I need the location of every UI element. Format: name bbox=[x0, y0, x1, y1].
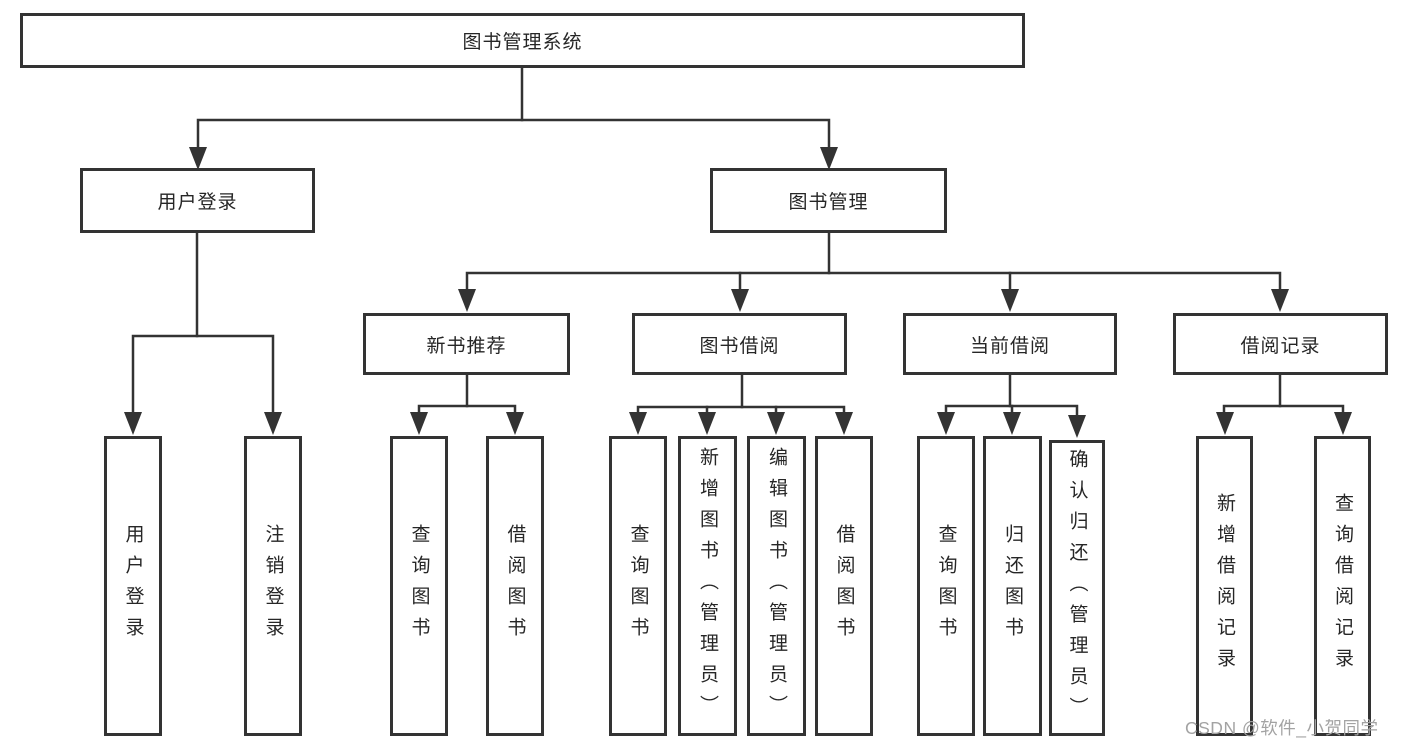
connector-userlogin-rail bbox=[131, 334, 275, 418]
connector-level3-rail bbox=[465, 271, 1282, 296]
connector-current-rail bbox=[944, 404, 1079, 418]
arrow-down-icon bbox=[820, 147, 838, 170]
leaf-borrow-books-recommend: 借阅图书 bbox=[486, 436, 544, 736]
arrow-down-icon bbox=[835, 412, 853, 435]
node-label: 查询图书 bbox=[408, 524, 430, 648]
leaf-query-books-recommend: 查询图书 bbox=[390, 436, 448, 736]
leaf-add-borrow-record: 新增借阅记录 bbox=[1196, 436, 1253, 736]
node-current-borrow: 当前借阅 bbox=[903, 313, 1117, 375]
leaf-query-books-current: 查询图书 bbox=[917, 436, 975, 736]
arrow-down-icon bbox=[410, 412, 428, 435]
arrow-down-icon bbox=[506, 412, 524, 435]
node-label: 当前借阅 bbox=[969, 335, 1050, 357]
connector-records-rail bbox=[1222, 404, 1345, 418]
node-label: 新书推荐 bbox=[426, 335, 507, 357]
node-new-book-recommend: 新书推荐 bbox=[363, 313, 570, 375]
arrow-down-icon bbox=[629, 412, 647, 435]
node-book-management: 图书管理 bbox=[710, 168, 947, 233]
node-label: 用户登录 bbox=[122, 524, 144, 648]
connector-newrec-rail bbox=[417, 404, 517, 418]
node-label: 注销登录 bbox=[262, 524, 284, 648]
arrow-down-icon bbox=[731, 289, 749, 312]
leaf-logout: 注销登录 bbox=[244, 436, 302, 736]
arrow-down-icon bbox=[767, 412, 785, 435]
node-label: 借阅图书 bbox=[833, 524, 855, 648]
leaf-add-books-admin: 新增图书（管理员） bbox=[678, 436, 737, 736]
node-label: 新增借阅记录 bbox=[1214, 493, 1235, 679]
node-label: 图书管理 bbox=[788, 192, 869, 213]
arrow-down-icon bbox=[1003, 412, 1021, 435]
leaf-edit-books-admin: 编辑图书（管理员） bbox=[747, 436, 806, 736]
arrow-down-icon bbox=[1068, 415, 1086, 438]
node-label: 编辑图书（管理员） bbox=[766, 446, 787, 726]
node-label: 用户登录 bbox=[157, 192, 238, 213]
arrow-down-icon bbox=[698, 412, 716, 435]
leaf-confirm-return-admin: 确认归还（管理员） bbox=[1049, 440, 1105, 736]
arrow-down-icon bbox=[124, 412, 142, 435]
node-borrow-records: 借阅记录 bbox=[1173, 313, 1388, 375]
node-label: 查询借阅记录 bbox=[1332, 493, 1353, 679]
watermark: CSDN @软件_小贺同学 bbox=[1185, 718, 1379, 738]
connector-borrow-rail bbox=[636, 405, 846, 418]
node-label: 归还图书 bbox=[1002, 524, 1023, 648]
connector-level2-rail bbox=[196, 118, 831, 152]
leaf-borrow-books: 借阅图书 bbox=[815, 436, 873, 736]
leaf-query-books-borrow: 查询图书 bbox=[609, 436, 667, 736]
arrow-down-icon bbox=[1216, 412, 1234, 435]
node-user-login: 用户登录 bbox=[80, 168, 315, 233]
leaf-user-login: 用户登录 bbox=[104, 436, 162, 736]
arrow-down-icon bbox=[1334, 412, 1352, 435]
arrow-down-icon bbox=[1271, 289, 1289, 312]
node-label: 新增图书（管理员） bbox=[697, 446, 718, 726]
node-label: 确认归还（管理员） bbox=[1066, 448, 1088, 728]
arrow-down-icon bbox=[189, 147, 207, 170]
leaf-return-books: 归还图书 bbox=[983, 436, 1042, 736]
node-label: 查询图书 bbox=[627, 524, 649, 648]
node-book-borrow: 图书借阅 bbox=[632, 313, 847, 375]
node-label: 图书管理系统 bbox=[462, 32, 583, 53]
node-label: 借阅图书 bbox=[504, 524, 526, 648]
arrow-down-icon bbox=[937, 412, 955, 435]
node-label: 查询图书 bbox=[935, 524, 957, 648]
arrow-down-icon bbox=[264, 412, 282, 435]
leaf-query-borrow-record: 查询借阅记录 bbox=[1314, 436, 1371, 736]
arrow-down-icon bbox=[458, 289, 476, 312]
node-label: 图书借阅 bbox=[699, 335, 780, 357]
node-label: 借阅记录 bbox=[1240, 335, 1321, 357]
arrow-down-icon bbox=[1001, 289, 1019, 312]
node-root-system: 图书管理系统 bbox=[20, 13, 1025, 68]
